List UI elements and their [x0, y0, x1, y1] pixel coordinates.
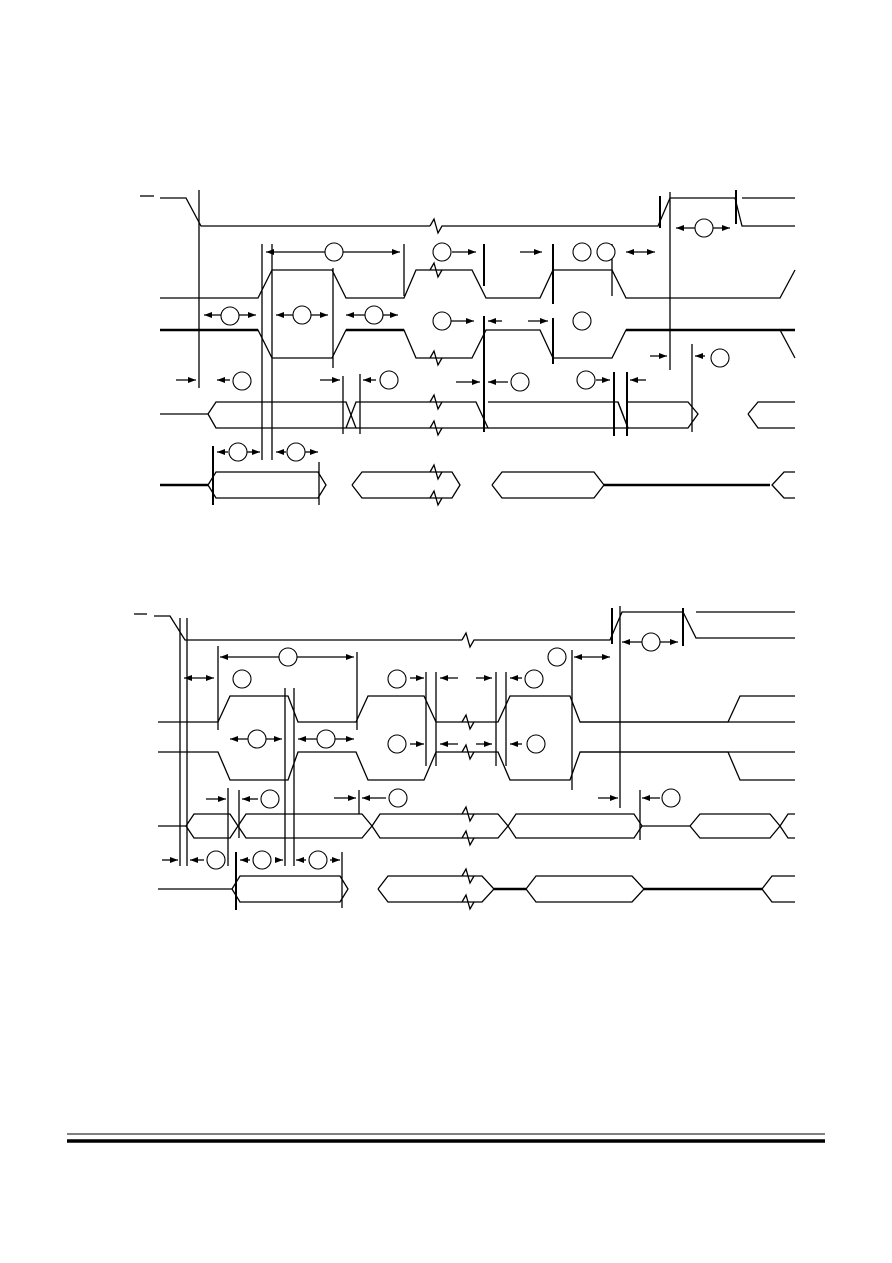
timing-marker — [220, 306, 240, 326]
timing-marker — [710, 348, 730, 368]
timing-marker — [364, 305, 384, 325]
timing-marker — [641, 632, 661, 652]
timing-marker — [316, 729, 336, 749]
timing-marker — [324, 242, 344, 262]
timing-marker — [510, 372, 530, 392]
timing-diagram-upper — [140, 190, 796, 507]
timing-marker — [576, 370, 596, 390]
timing-marker — [526, 734, 546, 754]
signal-row-4 — [160, 463, 795, 507]
timing-marker — [661, 788, 681, 808]
timing-marker — [524, 669, 544, 689]
timing-marker — [252, 850, 272, 870]
timing-marker — [206, 850, 226, 870]
footer-rule — [67, 1133, 825, 1143]
timing-marker — [286, 442, 306, 462]
timing-marker — [387, 669, 407, 689]
reference-lines — [179, 606, 641, 910]
timing-marker — [547, 647, 567, 667]
timing-marker — [432, 242, 452, 262]
arrowheads — [170, 639, 678, 863]
timing-marker — [232, 669, 252, 689]
timing-marker — [572, 311, 592, 331]
timing-marker — [572, 242, 592, 262]
timing-diagram-lower — [134, 606, 795, 911]
signal-row-1 — [140, 190, 795, 235]
signal-row-3 — [158, 805, 795, 847]
timing-marker — [379, 370, 399, 390]
timing-marker — [694, 218, 714, 238]
arrowheads — [188, 225, 730, 455]
timing-marker — [232, 371, 252, 391]
timing-marker — [228, 442, 248, 462]
timing-marker — [308, 850, 328, 870]
timing-marker — [292, 305, 312, 325]
timing-markers — [206, 632, 681, 870]
signal-row-2 — [158, 695, 795, 781]
timing-marker — [387, 734, 407, 754]
timing-marker — [247, 729, 267, 749]
timing-marker — [596, 242, 616, 262]
timing-marker — [388, 788, 408, 808]
signal-row-1 — [134, 608, 795, 649]
signal-row-3 — [160, 393, 795, 437]
timing-marker — [260, 789, 280, 809]
reference-lines — [198, 190, 693, 505]
timing-markers — [220, 218, 730, 462]
timing-marker — [278, 647, 298, 667]
timing-arrows — [176, 227, 730, 453]
signal-row-4 — [158, 867, 795, 911]
timing-marker — [432, 311, 452, 331]
signal-row-2 — [160, 261, 796, 367]
